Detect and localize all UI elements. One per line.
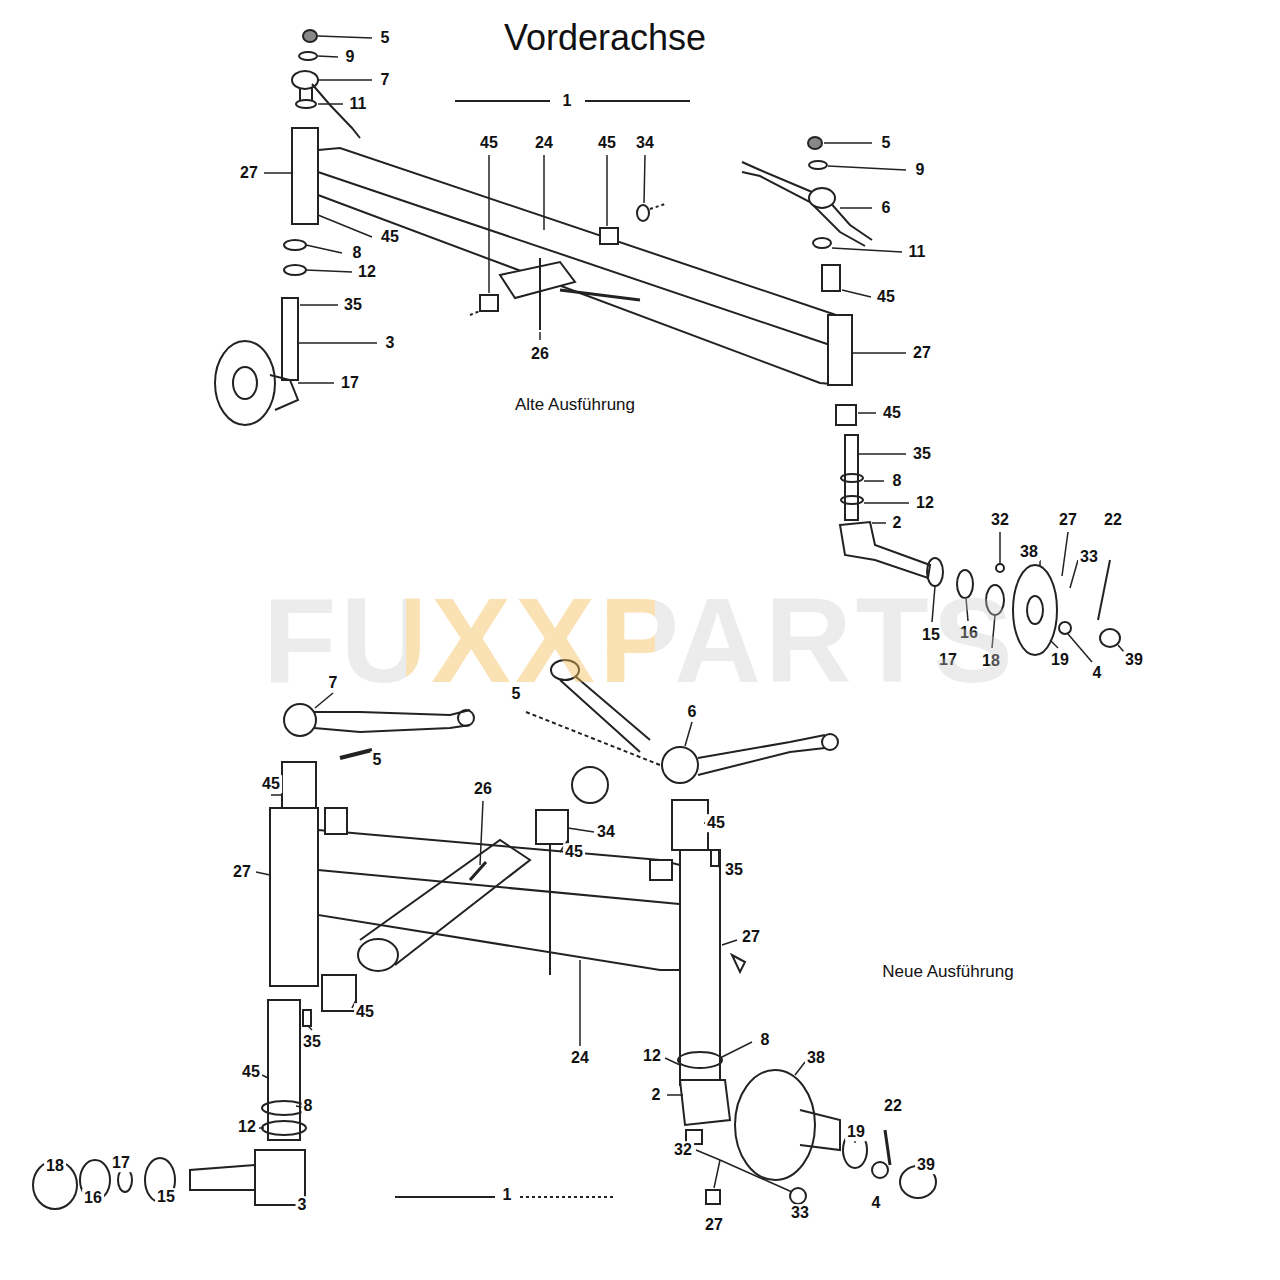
callout-number: 27 [231, 863, 253, 881]
callout-number: 33 [789, 1204, 811, 1222]
callout-number: 1 [501, 1186, 514, 1204]
callout-number: 3 [296, 1196, 309, 1214]
callout-number: 22 [882, 1097, 904, 1115]
callout-number: 35 [301, 1033, 323, 1051]
callout-number: 1 [561, 92, 574, 110]
callout-number: 33 [1078, 548, 1100, 566]
callout-number: 5 [371, 751, 384, 769]
callout-number: 17 [339, 374, 361, 392]
callout-number: 3 [384, 334, 397, 352]
callout-number: 26 [529, 345, 551, 363]
callout-number: 45 [596, 134, 618, 152]
callout-number: 27 [703, 1216, 725, 1234]
callout-number: 38 [1018, 543, 1040, 561]
callout-number: 32 [989, 511, 1011, 529]
diagram-title: Vorderachse [500, 18, 710, 58]
callout-number: 8 [302, 1097, 315, 1115]
callout-number: 27 [238, 164, 260, 182]
callout-number: 27 [740, 928, 762, 946]
callout-number: 2 [891, 514, 904, 532]
callout-number: 8 [759, 1031, 772, 1049]
version-caption: Alte Ausführung [512, 396, 638, 415]
callout-number: 27 [1057, 511, 1079, 529]
callout-number: 15 [155, 1188, 177, 1206]
callout-number: 12 [236, 1118, 258, 1136]
callout-number: 7 [379, 71, 392, 89]
callout-number: 9 [914, 161, 927, 179]
callout-number: 9 [344, 48, 357, 66]
callout-number: 12 [641, 1047, 663, 1065]
callout-number: 22 [1102, 511, 1124, 529]
callout-number: 8 [351, 244, 364, 262]
watermark: FUXXPARTS [263, 574, 1017, 706]
callout-number: 12 [356, 263, 378, 281]
callout-number: 39 [1123, 651, 1145, 669]
callout-number: 8 [891, 472, 904, 490]
callout-number: 45 [875, 288, 897, 306]
callout-number: 32 [672, 1141, 694, 1159]
callout-number: 34 [595, 823, 617, 841]
callout-number: 34 [634, 134, 656, 152]
callout-number: 2 [650, 1086, 663, 1104]
callout-number: 45 [354, 1003, 376, 1021]
callout-number: 6 [880, 199, 893, 217]
callout-number: 45 [705, 814, 727, 832]
callout-number: 19 [845, 1123, 867, 1141]
callout-number: 45 [563, 843, 585, 861]
callout-number: 18 [44, 1157, 66, 1175]
callout-number: 45 [260, 775, 282, 793]
callout-number: 4 [1091, 664, 1104, 682]
callout-number: 39 [915, 1156, 937, 1174]
callout-number: 35 [342, 296, 364, 314]
callout-number: 38 [805, 1049, 827, 1067]
callout-number: 5 [880, 134, 893, 152]
callout-number: 26 [472, 780, 494, 798]
callout-number: 35 [911, 445, 933, 463]
version-caption: Neue Ausführung [879, 963, 1016, 982]
callout-number: 12 [914, 494, 936, 512]
callout-number: 27 [911, 344, 933, 362]
callout-number: 45 [881, 404, 903, 422]
callout-number: 5 [379, 29, 392, 47]
callout-number: 4 [870, 1194, 883, 1212]
callout-number: 11 [348, 95, 369, 113]
callout-number: 24 [569, 1049, 591, 1067]
callout-number: 16 [82, 1189, 104, 1207]
callout-number: 11 [907, 243, 928, 261]
callout-number: 17 [110, 1154, 132, 1172]
callout-number: 19 [1049, 651, 1071, 669]
callout-number: 24 [533, 134, 555, 152]
callout-number: 45 [240, 1063, 262, 1081]
callout-number: 35 [723, 861, 745, 879]
callout-number: 45 [478, 134, 500, 152]
callout-number: 45 [379, 228, 401, 246]
